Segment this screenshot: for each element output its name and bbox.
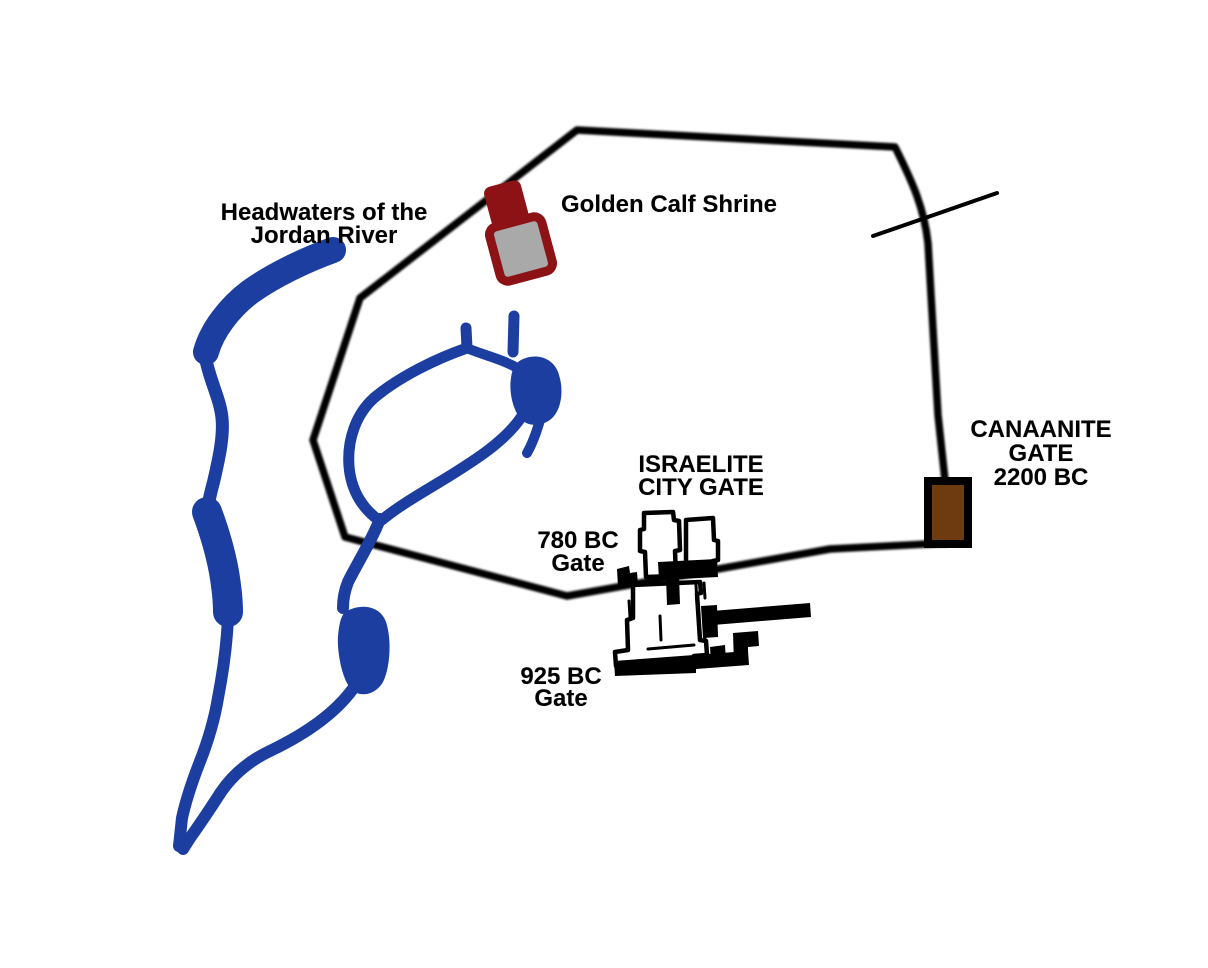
- headwaters-line2: Jordan River: [250, 222, 398, 249]
- canaanite-line2: GATE: [1008, 440, 1074, 467]
- gate-925-line1: 925 BC: [520, 663, 602, 690]
- plan-pier: [666, 576, 680, 605]
- plan-crossbar: [658, 559, 718, 580]
- plan-south-bar: [614, 651, 749, 676]
- israelite-gate-plan-walls: [614, 559, 811, 676]
- jordan-river: [173, 237, 545, 855]
- survey-line: [871, 191, 999, 238]
- plan-mark-5: [702, 624, 707, 640]
- plan-mark-4: [627, 599, 632, 619]
- plan-mark-1: [694, 583, 699, 606]
- golden-calf-shrine-text: Golden Calf Shrine: [561, 191, 778, 218]
- gate-780-line2: Gate: [551, 550, 605, 577]
- river-upper-band: [193, 237, 346, 365]
- plan-mark-6: [646, 643, 696, 651]
- loop-stub: [507, 310, 520, 358]
- plan-west-block: [617, 566, 638, 587]
- israelite-gate-plan-marks: [627, 581, 707, 651]
- river-mid-stream: [198, 349, 229, 517]
- spring-pool: [510, 356, 562, 425]
- canaanite-line1: CANAANITE: [970, 416, 1112, 443]
- south-join-stream: [177, 684, 358, 855]
- gate-925-label: 925 BC Gate: [520, 663, 602, 712]
- canaanite-gate-marker: [924, 477, 972, 548]
- loop-right-branch: [376, 410, 528, 526]
- south-pool: [337, 606, 390, 695]
- gate-780-label: 780 BC Gate: [537, 527, 619, 577]
- gate-780-line1: 780 BC: [537, 527, 619, 554]
- loop-left-branch: [343, 322, 473, 527]
- plan-right-tower: [683, 515, 721, 569]
- gate-925-line2: Gate: [534, 685, 588, 712]
- israelite-city-gate-label: ISRAELITE CITY GATE: [638, 451, 764, 501]
- pool-tail: [522, 415, 545, 458]
- canaanite-gate-label: CANAANITE GATE 2200 BC: [970, 418, 1111, 490]
- golden-calf-shrine-marker: [484, 180, 558, 286]
- headwaters-line1: Headwaters of the: [220, 199, 428, 226]
- canaanite-line3: 2200 BC: [993, 464, 1089, 491]
- israelite-line1: ISRAELITE: [638, 451, 764, 478]
- river-south-stream: [173, 610, 234, 852]
- headwaters-label: Headwaters of the Jordan River: [220, 199, 428, 249]
- city-wall-outline: [309, 126, 951, 600]
- plan-mark-2: [702, 581, 707, 600]
- spring-outflow-stream: [337, 513, 386, 614]
- shrine-upper-square: [484, 180, 529, 227]
- shrine-lower-square: [484, 212, 558, 286]
- israelite-line2: CITY GATE: [638, 474, 764, 501]
- plan-mark-3: [658, 614, 663, 642]
- river-lower-band: [192, 497, 243, 627]
- loop-connector: [464, 344, 522, 373]
- river-pools: [337, 356, 562, 695]
- golden-calf-shrine-label: Golden Calf Shrine: [561, 191, 778, 218]
- plan-east-wall-bar: [712, 603, 811, 625]
